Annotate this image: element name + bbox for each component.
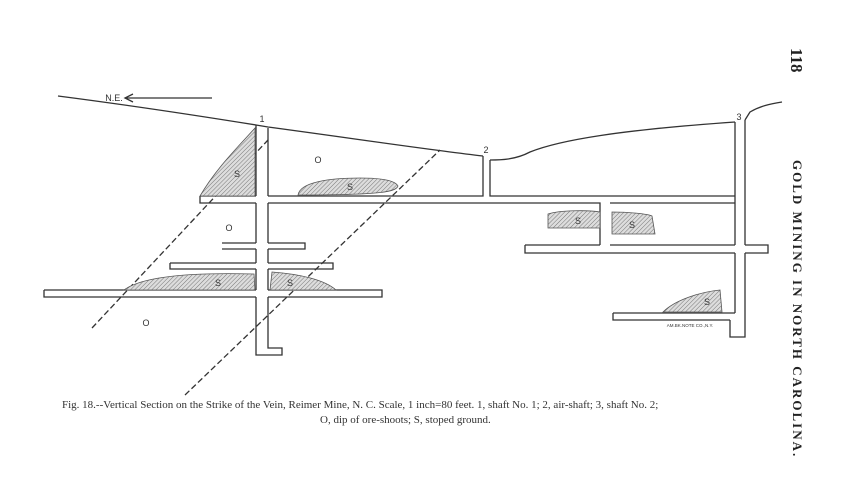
- level-2: [222, 242, 306, 250]
- stope: [662, 289, 723, 313]
- stope: [297, 177, 399, 196]
- shaft-label-3: 3: [736, 112, 741, 122]
- stope-label: S: [234, 169, 240, 179]
- shaft-1: [255, 125, 283, 356]
- running-header: GOLD MINING IN NORTH CAROLINA.: [790, 160, 805, 459]
- level-3: [169, 262, 334, 270]
- ore-shoot-label: O: [314, 155, 321, 165]
- level-right: [524, 244, 769, 254]
- ground-surface: [57, 95, 783, 161]
- figure-caption-line-2: O, dip of ore-shoots; S, stoped ground.: [320, 414, 491, 426]
- dip-line-1: [91, 139, 269, 329]
- ore-shoot-label: O: [142, 318, 149, 328]
- stope-label: S: [575, 216, 581, 226]
- ore-shoot-label: O: [225, 223, 232, 233]
- stope: [269, 271, 338, 291]
- shaft-3: [729, 120, 746, 338]
- stope-label: S: [287, 278, 293, 288]
- engraver-credit: AM.BK.NOTE CO.,N.Y.: [667, 323, 713, 328]
- stope: [122, 273, 256, 291]
- dip-line-2: [184, 149, 441, 396]
- level-4: [43, 289, 383, 298]
- figure-caption-line-1: Fig. 18.--Vertical Section on the Strike…: [62, 399, 659, 411]
- stope-label: S: [347, 182, 353, 192]
- stope-label: S: [704, 297, 710, 307]
- stope-label: S: [215, 278, 221, 288]
- stope: [611, 211, 656, 235]
- page-number: 118: [787, 48, 806, 73]
- stope: [547, 210, 601, 229]
- shaft-label-1: 1: [259, 114, 264, 124]
- level-bottom-right: [612, 312, 735, 321]
- shaft-label-2: 2: [483, 145, 488, 155]
- stope-label: S: [629, 220, 635, 230]
- arrow-head-icon: [123, 93, 134, 103]
- direction-label: N.E.: [105, 93, 123, 103]
- stope: [199, 126, 256, 197]
